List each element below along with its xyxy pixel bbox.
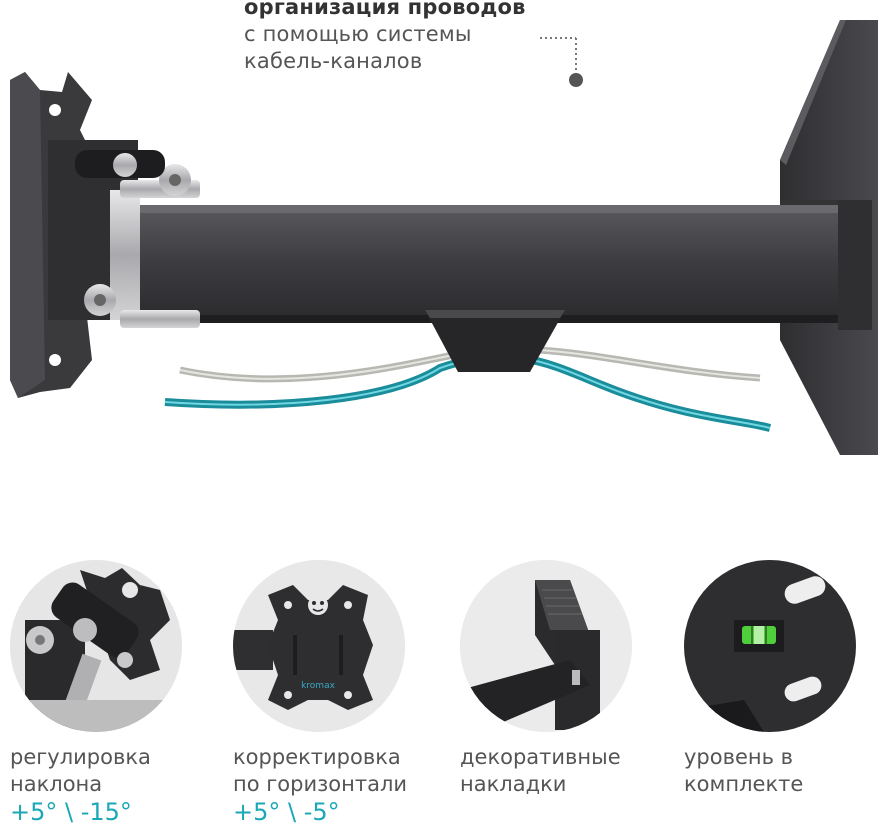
cable-management-callout: организация проводов с помощью системы к… (244, 0, 604, 75)
feature-level-image (684, 560, 856, 732)
feature-covers-image (460, 560, 632, 732)
feature-covers-line-2: накладки (460, 772, 567, 796)
feature-level: уровень в комплекте (684, 560, 881, 798)
callout-title: организация проводов (244, 0, 526, 19)
feature-tilt-line-1: регулировка (10, 745, 151, 769)
feature-horizontal: kromax корректировка по горизонтали +5° … (233, 560, 433, 824)
feature-level-line-2: комплекте (684, 772, 804, 796)
feature-decorative-covers: декоративные накладки (460, 560, 660, 798)
callout-line-3: кабель-каналов (244, 49, 423, 73)
feature-level-line-1: уровень в (684, 745, 794, 769)
feature-horizontal-image: kromax (233, 560, 405, 732)
feature-covers-line-1: декоративные (460, 745, 621, 769)
tilt-bracket (48, 140, 200, 328)
callout-line-2: с помощью системы (244, 22, 472, 46)
feature-tilt-range: +5° \ -15° (10, 798, 132, 824)
swing-arm (130, 200, 872, 372)
feature-horizontal-range: +5° \ -5° (233, 798, 340, 824)
wall-mount-illustration (10, 20, 878, 455)
feature-tilt-image (10, 560, 182, 732)
brand-logo: kromax (301, 681, 336, 691)
dotted-pointer-icon (540, 37, 583, 87)
feature-tilt: регулировка наклона +5° \ -15° (10, 560, 210, 824)
feature-horizontal-line-2: по горизонтали (233, 772, 408, 796)
feature-tilt-line-2: наклона (10, 772, 103, 796)
feature-horizontal-line-1: корректировка (233, 745, 401, 769)
